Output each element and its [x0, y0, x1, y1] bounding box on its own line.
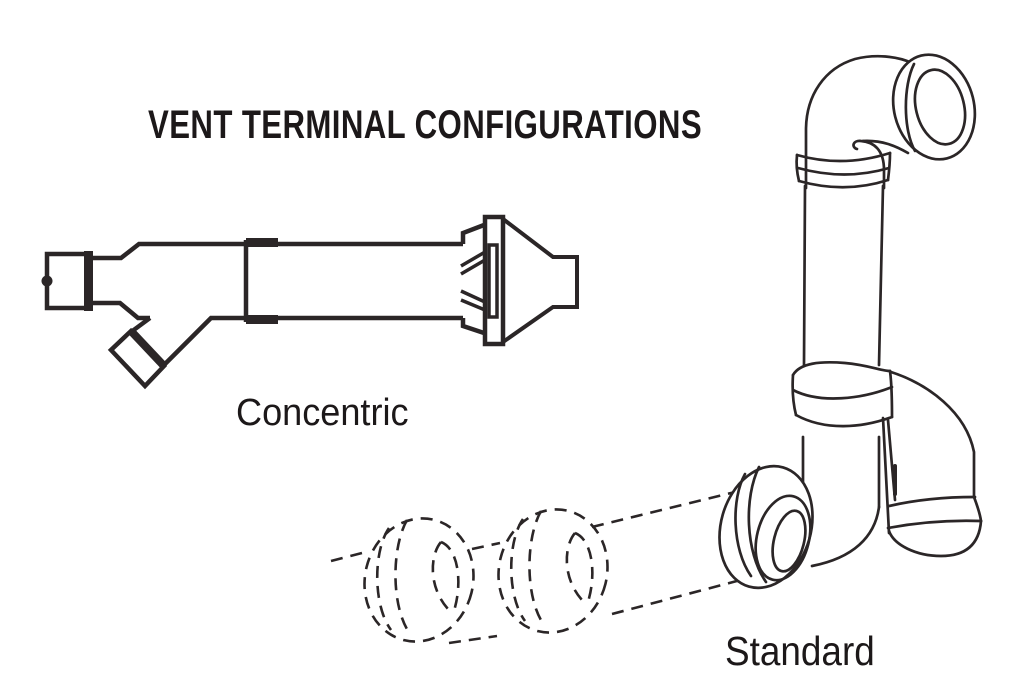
elbow-opening-inner-ring [913, 68, 967, 146]
dashed-pipe-top-line [591, 490, 736, 529]
pipe-collar [243, 238, 278, 324]
dashed-coupling-right [497, 508, 609, 634]
concentric-terminal-drawing [41, 214, 579, 390]
lower-coupling [791, 360, 894, 428]
dashed-coupling-left [363, 517, 475, 643]
elbow-opening-outer-ring [891, 53, 977, 161]
intake-cap-dot [41, 275, 53, 287]
concentric-caption: Concentric [236, 392, 409, 434]
flange-opening [771, 509, 807, 573]
ring-depth-arc [904, 62, 917, 153]
standard-terminal-drawing [718, 53, 983, 590]
upper-vane [460, 248, 487, 276]
lower-pipe [801, 435, 881, 568]
flange-ring [718, 464, 814, 590]
end-plate-inner [487, 243, 499, 319]
intake-end-cap [44, 251, 91, 311]
dashed-pipe-bottom-line [611, 575, 753, 616]
lower-vane [460, 289, 487, 313]
figure-title: VENT TERMINAL CONFIGURATIONS [148, 103, 703, 147]
end-plate [482, 214, 506, 347]
branch-cap-thick-edge [128, 328, 167, 369]
standard-caption: Standard [725, 628, 875, 674]
hidden-pipe-dashed-drawing [330, 490, 753, 645]
pipe-bottom-rim [810, 505, 881, 568]
upper-coupling [795, 151, 892, 189]
body-bottom-contour-left [88, 300, 150, 321]
nozzle-cone [501, 217, 579, 344]
bottom-elbow [881, 370, 983, 558]
vent-pipe [802, 184, 885, 367]
terminal-nozzle [460, 214, 579, 347]
body-top-contour [88, 241, 463, 261]
top-elbow [804, 53, 977, 190]
dashed-stray-segment [330, 551, 363, 563]
branch-lower-line [162, 315, 463, 367]
dashed-connector-top [471, 541, 501, 551]
dashed-connector-bottom [448, 634, 498, 645]
